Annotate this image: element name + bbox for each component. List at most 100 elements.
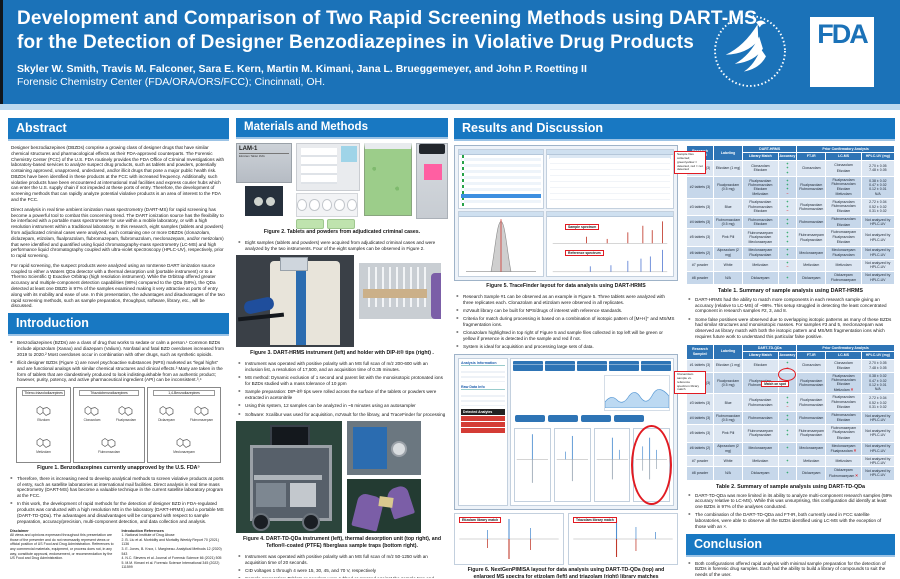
disclaimer-heading: Disclaimer [10,528,29,533]
bullet-item: Some false positives were observed due t… [688,317,893,340]
ftir-cell: Flualprazolam Flubromazolam [796,371,827,395]
sample-cell: #1 tablets (3) [685,358,715,373]
triazolam-match-label: Triazolam library match [573,517,617,523]
table-row: #8 powder N/A Diclazepam + Diclazepam Di… [685,466,895,481]
library-match-cell: Flualprazolam Flubromazolam [742,393,779,412]
section-results-heading: Results and Discussion [454,118,895,141]
accuracy-cell: +− [777,258,798,272]
summary-header-tiles [511,359,673,373]
blister-pack-photo [296,193,358,217]
labeling-cell: Flualprazolam (0.5 mg) [713,371,744,395]
sample-file-list-panel [458,149,544,209]
analysis-information-panel: Analysis Information Raw Data Info Detec… [458,358,508,506]
table-row: #5 tablets (3) Pink Pill Flubromazepam F… [685,424,895,443]
labeling-cell: Alprazolam (2 mg) [713,245,744,260]
pass-marks: + [786,275,789,280]
red-highlight-circle [631,425,672,505]
sample-cell: #5 tablets (3) [685,228,715,247]
table-row: #1 tablets (3) Etizolam (1 mg) Etizolam … [685,358,895,373]
sample-trap-photo [347,479,421,534]
table1-dart-hrms: Research Sample# Labeling DART-HRMS Prio… [685,144,895,285]
figure3-bullets: Instrument was operated with positive po… [236,361,448,417]
bullet-item: Software: Xcalibur was used for acquisit… [238,412,446,418]
chromatogram-panel [458,211,544,277]
figure1-group: Triazolobenzodiazepines Clonazolam Flual… [73,387,146,464]
lcms-cell: Flualprazolam Flubromazolam Etizolam Met… [825,371,862,395]
figure6-nextgenpimisa-screenshot: Analysis Information Raw Data Info Detec… [454,354,678,510]
ftir-cell: Meclonazepam [796,441,827,456]
labeling-cell: Pink Pill [713,424,744,443]
right-column: Results and Discussion [454,118,895,578]
table2-dart-td-qda: Research Sample# Labeling DART-TD-QDa Pr… [685,343,895,481]
library-match-cell: Diclazepam [742,270,779,285]
sample-cell: #8 powder [685,466,715,481]
col-header: Library Match [742,152,779,161]
function-spectra-row [514,425,672,505]
benzodiazepine-ring-icon [36,437,50,448]
col-header: Research Sample# [685,343,715,360]
compound-name: Flubromazepam [189,417,214,422]
lcms-cell: Flubromazolam Etizolam [825,410,862,426]
library-match-cell: Flubromazolam [742,410,779,426]
compound-name: Flubromazolam [98,449,121,454]
table-row: #7 powder White Metizolam + Metizolam Me… [685,454,895,468]
pass-marks: + + [786,428,789,438]
accuracy-cell: + + +− [777,175,798,199]
figure1-group-label: 1,4-Benzodiazepines [153,390,215,397]
hplc-cell: Not analyzed by HPLC-UV [860,258,895,272]
hhs-eagle-icon [712,13,788,91]
chemical-structure: Metizolam [29,437,59,454]
ftir-cell: Flubromazepam Flualprazolam [796,228,827,247]
tablet-bag-photo [296,143,360,191]
sample-cell: #8 powder [685,270,715,285]
accuracy-cell: + [777,454,798,468]
labeling-cell: White [713,454,744,468]
table-row: #6 tablets (2) Alprazolam (2 mg) Meclona… [685,441,895,456]
labeling-cell: Alprazolam (2 mg) [713,441,744,456]
figure5-tracefinder-screenshot: Sample spectrum Reference spectrum [454,145,678,281]
bullet-item: System is ideal for acquisition and proc… [456,344,676,350]
benzodiazepine-ring-icon [194,405,208,416]
pass-marks: + + [786,413,789,422]
figure4-photos [236,421,448,534]
bullet-item: Therefore, there is increasing need to d… [10,476,227,499]
table-row: #3 tablets (3) Blue Flualprazolam Flubro… [685,197,895,217]
accuracy-cell: + + + [777,228,798,247]
col-header: HPLC-UV (mg) [860,152,895,161]
library-match-cell: Diclazepam [742,466,779,481]
hplc-cell: Not analyzed by HPLC-UV [860,228,895,247]
compound-name: Flualprazolam [116,417,137,422]
trace-chart [604,375,670,411]
pass-marks: + [786,471,789,476]
chemical-structure: Flualprazolam [111,405,141,422]
lcms-cell: Clonazolam Etizolam [825,358,862,373]
accuracy-cell: + + [777,215,798,230]
table-row: #1 tablets (3) Etizolam (1 mg) Clonazola… [685,159,895,177]
section-abstract-heading: Abstract [8,118,229,141]
lcms-cell: Meclonazepam Flualprazolam [825,245,862,260]
figure1-caption: Figure 1. Benzodiazepines currently unap… [37,465,200,472]
dart-hrms-instrument-photo [236,255,354,348]
compound-name: Meclonazepam [173,449,195,454]
accuracy-cell: + + [777,245,798,260]
table-row: #7 powder White Metizolam +− Metizolam M… [685,258,895,272]
labeling-cell: Blue [713,197,744,217]
detected-analyte-row [461,422,505,427]
col-header: Accuracy [777,152,798,161]
hplc-cell: Not analyzed by HPLC-UV [860,245,895,260]
pass-marks: + [786,446,789,451]
ftir-cell: Diclazepam [796,466,827,481]
powder-jar-photo [416,143,448,219]
reference-item: 4. N.C. Stevens et al. Journal of Forens… [121,556,222,561]
library-match-cell: Meclonazepam Flualprazolam [742,245,779,260]
table-row: #6 tablets (2) Alprazolam (2 mg) Meclona… [685,245,895,260]
disclaimer-text: All views and opinions expressed through… [10,533,114,561]
group-header: DART-HRMS [742,144,798,154]
bullet-item: Instrument was operated with positive po… [238,361,446,373]
results-tables-subcolumn: Research Sample# Labeling DART-HRMS Prio… [685,144,895,578]
hplc-cell: Not analyzed by HPLC-UV [860,454,895,468]
pouch-label: LAM-1 [239,146,258,152]
hplc-cell: Not analyzed by HPLC-UV [860,466,895,481]
compound-name: Etizolam [37,417,50,422]
